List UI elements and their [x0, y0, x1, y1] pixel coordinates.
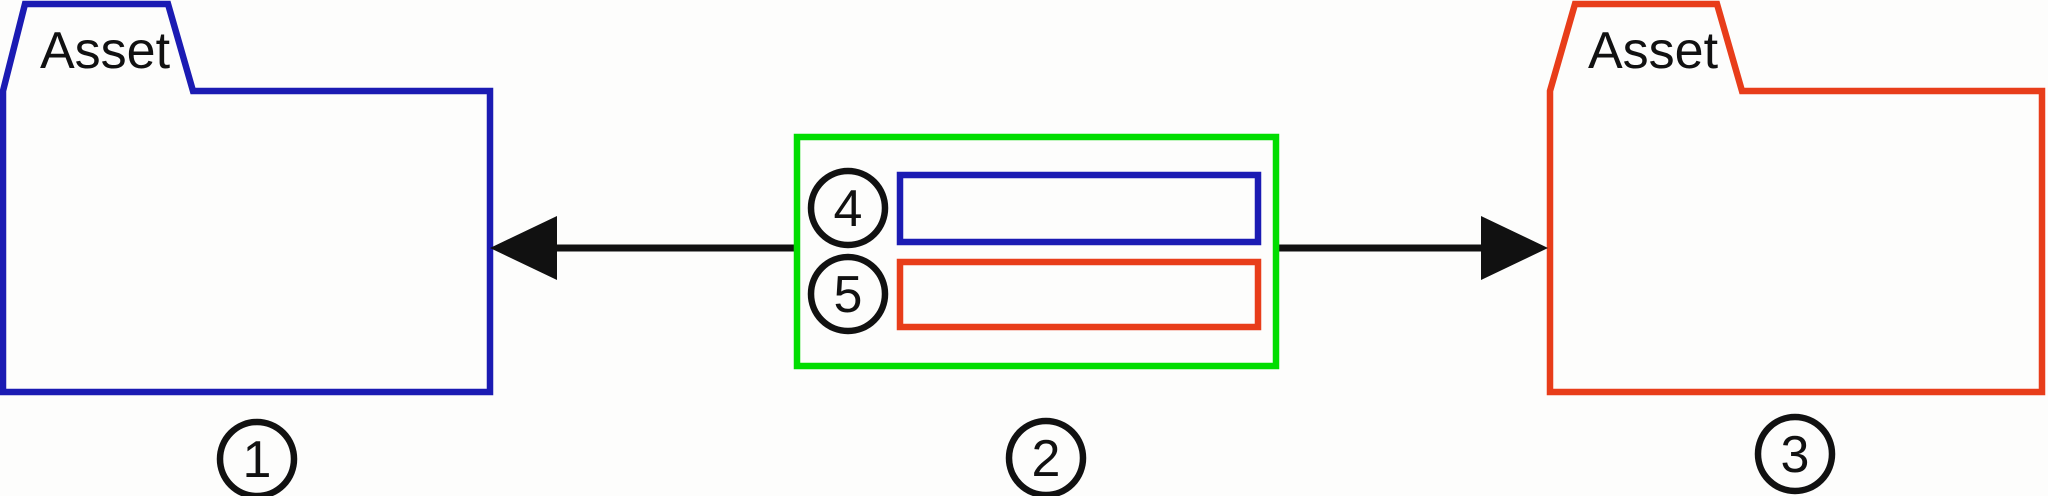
callout-badge-source: 1: [216, 418, 298, 496]
badge-circle-5: [807, 253, 889, 335]
badge-circle-2: [1005, 417, 1087, 496]
badge-circle-1: [216, 418, 298, 496]
arrow-to-target-head-icon: [1481, 216, 1548, 280]
source-asset-folder: Asset: [0, 0, 494, 396]
mapping-box: 4 5: [793, 133, 1280, 370]
mapping-box-outline: [793, 133, 1280, 370]
source-folder-icon: [0, 0, 494, 396]
source-folder-label: Asset: [40, 22, 171, 80]
badge-number-4: 4: [834, 180, 863, 238]
arrow-to-target: [1276, 216, 1548, 280]
mapping-field-target: [896, 258, 1262, 331]
target-asset-folder: Asset: [1546, 0, 2046, 396]
badge-number-5: 5: [834, 266, 863, 324]
badge-number-1: 1: [243, 431, 272, 489]
callout-badge-target: 3: [1754, 413, 1836, 495]
arrow-to-source: [490, 216, 797, 280]
mapping-row-target: 5: [807, 253, 1262, 335]
target-folder-label: Asset: [1588, 22, 1719, 80]
arrow-to-source-head-icon: [490, 216, 557, 280]
badge-number-2: 2: [1032, 430, 1061, 488]
badge-number-3: 3: [1781, 426, 1810, 484]
badge-circle-3: [1754, 413, 1836, 495]
callout-badge-mapping: 2: [1005, 417, 1087, 496]
mapping-field-source: [896, 171, 1262, 246]
badge-circle-4: [807, 167, 889, 249]
mapping-row-source: 4: [807, 167, 1262, 249]
target-folder-icon: [1546, 0, 2046, 396]
